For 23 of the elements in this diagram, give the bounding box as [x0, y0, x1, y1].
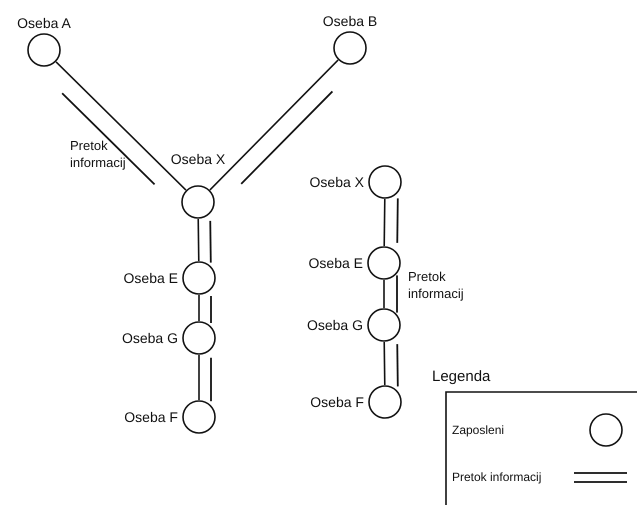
connector-line — [209, 60, 339, 190]
person-name: Oseba X — [170, 151, 226, 167]
connector-line — [383, 275, 398, 313]
connector-line — [198, 355, 212, 402]
connector-line — [197, 218, 212, 263]
legend-label: Zaposleni — [452, 422, 504, 439]
person-name: Oseba E — [124, 270, 178, 286]
flow-label: Pretok informacij — [408, 268, 465, 302]
legend-label: Pretok informacij — [452, 469, 542, 486]
connector-line — [383, 198, 399, 246]
flow-label: Pretok informacij — [70, 137, 127, 171]
connector-line — [198, 295, 212, 323]
legend-title: Legenda — [432, 368, 490, 385]
person-name: Oseba A — [17, 15, 71, 31]
person-name: Oseba G — [306, 317, 363, 333]
person-name: Oseba G — [122, 330, 178, 346]
connector-line — [56, 61, 186, 191]
person-name: Oseba X — [310, 174, 364, 190]
person-name: Oseba E — [308, 255, 363, 271]
connector-line — [383, 342, 399, 386]
person-name: Oseba F — [124, 409, 178, 425]
person-name: Oseba B — [322, 13, 378, 29]
person-name: Oseba F — [310, 394, 364, 410]
